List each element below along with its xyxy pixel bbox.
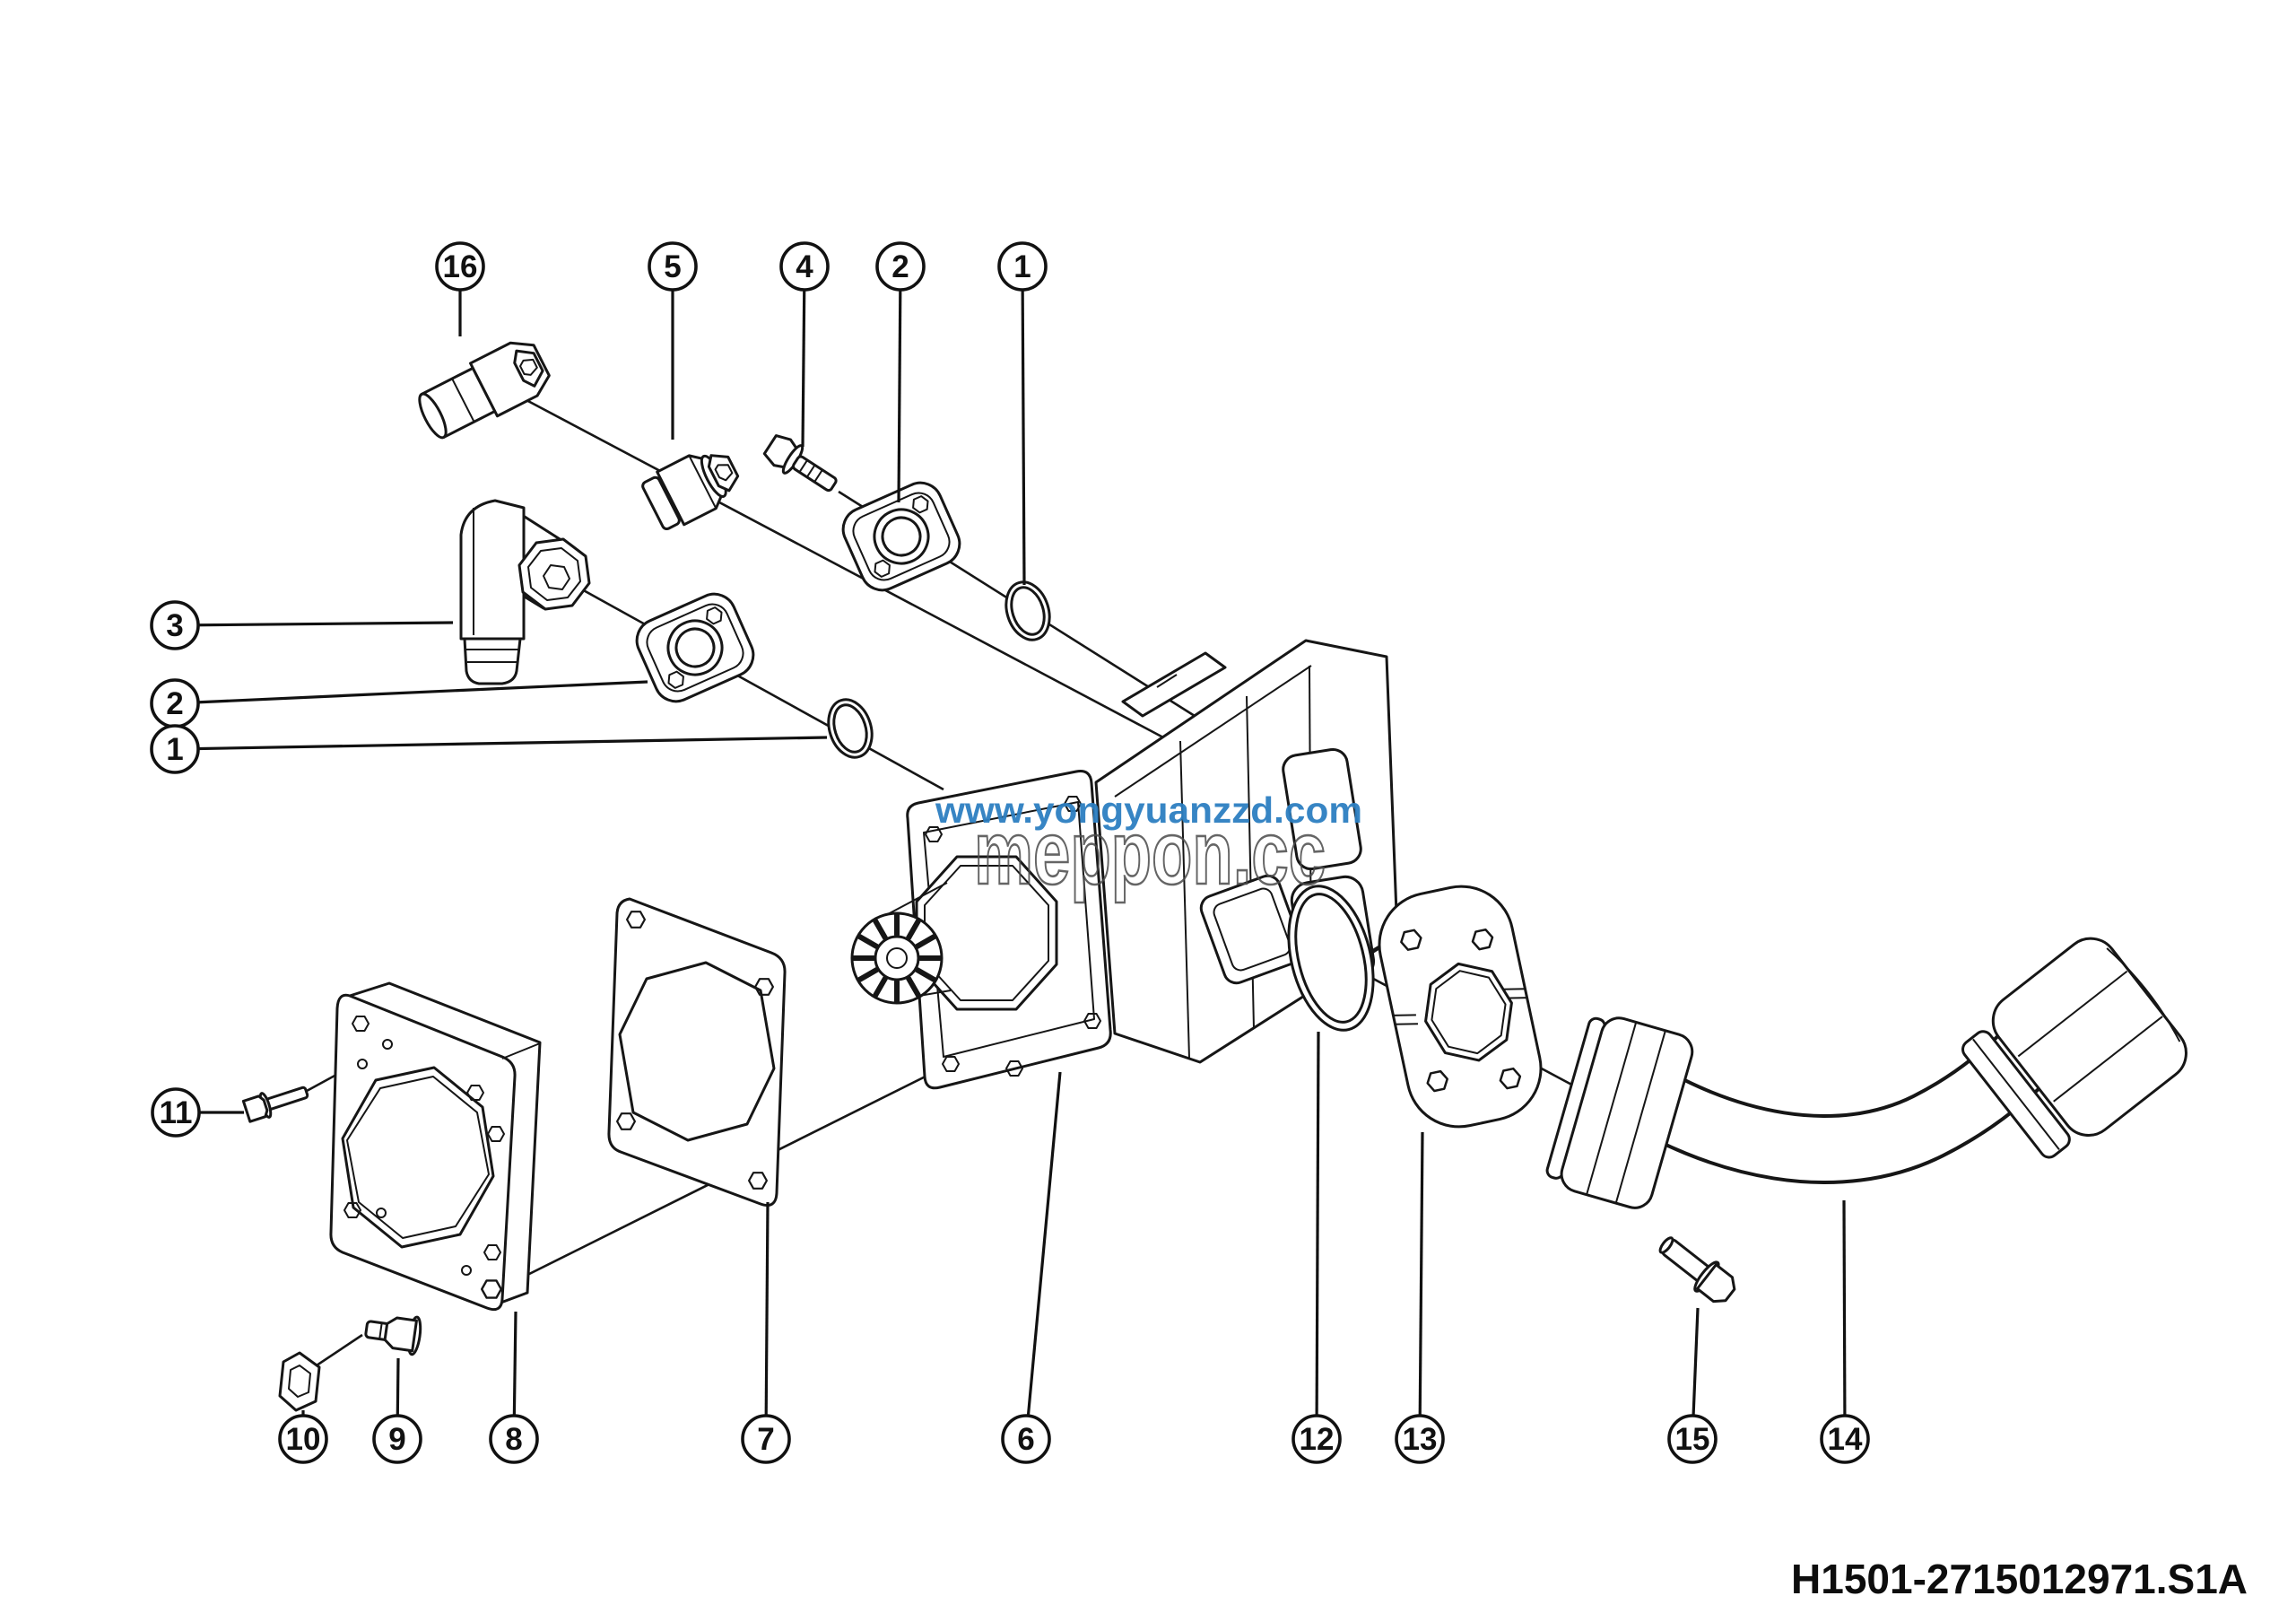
part-nut-10	[278, 1351, 321, 1412]
leader-line	[174, 736, 828, 751]
callout-number: 2	[166, 686, 183, 721]
watermark-outline-text: meppon.cc	[974, 803, 1326, 903]
callout-circle[interactable]	[435, 241, 485, 292]
part-suction-tube-14	[1545, 937, 2187, 1209]
tube-collar-nut	[1545, 1016, 1694, 1209]
callout-number: 8	[505, 1422, 522, 1457]
leader-line	[1842, 1199, 1847, 1440]
part-bolt-9	[364, 1315, 422, 1356]
callout-number: 16	[443, 249, 478, 284]
leader-line	[174, 680, 648, 705]
callout-circle[interactable]	[1395, 1414, 1445, 1464]
callout-1[interactable]: 1	[150, 724, 828, 774]
callout-number: 2	[891, 249, 909, 284]
callout-circle[interactable]	[151, 1087, 201, 1138]
callout-circle[interactable]	[1667, 1414, 1718, 1464]
callout-15[interactable]: 15	[1667, 1307, 1718, 1464]
callout-10[interactable]: 10	[278, 1410, 328, 1464]
callout-12[interactable]: 12	[1292, 1031, 1342, 1464]
part-elbow-fitting-3	[459, 499, 591, 685]
part-bolt-15	[1658, 1236, 1736, 1304]
callout-number: 11	[160, 1095, 193, 1130]
callout-circle[interactable]	[648, 241, 698, 292]
callout-circle[interactable]	[278, 1414, 328, 1464]
part-o-ring-12	[1287, 885, 1375, 1032]
drawing-number: H1501-2715012971.S1A	[1791, 1556, 2248, 1602]
callout-circle[interactable]	[779, 241, 830, 292]
pump-splined-shaft	[850, 911, 944, 1005]
callout-circle[interactable]	[1292, 1414, 1342, 1464]
callout-number: 13	[1403, 1422, 1438, 1457]
leader-line	[1021, 266, 1026, 586]
callout-number: 6	[1017, 1422, 1034, 1457]
part-gasket-7	[607, 897, 787, 1207]
callout-circle[interactable]	[1001, 1414, 1051, 1464]
callout-2[interactable]: 2	[150, 678, 648, 728]
callout-number: 1	[166, 732, 183, 767]
callout-11[interactable]: 11	[151, 1087, 244, 1138]
part-bolt-4	[762, 434, 838, 493]
callout-number: 1	[1013, 249, 1031, 284]
part-bolt-11	[241, 1086, 309, 1123]
callout-2[interactable]: 2	[875, 241, 926, 503]
callout-number: 14	[1828, 1422, 1863, 1457]
callout-number: 10	[286, 1422, 321, 1457]
callout-number: 5	[664, 249, 681, 284]
leader-line	[1418, 1131, 1424, 1440]
callout-7[interactable]: 7	[741, 1201, 791, 1464]
callout-circle[interactable]	[150, 724, 200, 774]
callout-16[interactable]: 16	[435, 241, 485, 336]
pump-rear-port-pad	[1199, 874, 1305, 985]
callout-circle[interactable]	[489, 1414, 539, 1464]
callout-number: 9	[388, 1422, 405, 1457]
callout-8[interactable]: 8	[489, 1311, 539, 1464]
leader-line	[1315, 1031, 1320, 1440]
part-flange-clamp-13	[1378, 885, 1543, 1129]
leader-line	[174, 621, 454, 627]
callout-circle[interactable]	[1820, 1414, 1870, 1464]
callout-14[interactable]: 14	[1820, 1199, 1870, 1464]
callout-4[interactable]: 4	[779, 241, 830, 448]
callout-number: 7	[757, 1422, 774, 1457]
leader-line	[764, 1201, 770, 1440]
callout-number: 4	[796, 249, 813, 284]
callout-number: 15	[1675, 1422, 1710, 1457]
leader-line	[1024, 1071, 1062, 1440]
pump-top-tab	[1121, 651, 1227, 718]
callout-13[interactable]: 13	[1395, 1131, 1445, 1464]
callout-circle[interactable]	[741, 1414, 791, 1464]
callout-6[interactable]: 6	[1001, 1071, 1062, 1464]
part-mounting-plate-8	[329, 981, 542, 1312]
callout-circle[interactable]	[150, 600, 200, 650]
callout-circle[interactable]	[997, 241, 1048, 292]
pump-shaft-boss	[915, 855, 1058, 1011]
callout-number: 12	[1300, 1422, 1335, 1457]
callout-circle[interactable]	[372, 1414, 422, 1464]
callout-5[interactable]: 5	[648, 241, 698, 440]
watermark-url-text: www.yongyuanzzd.com	[935, 789, 1362, 831]
tube-end-fitting	[1961, 937, 2187, 1159]
part-connector-5	[641, 454, 740, 531]
leader-line	[801, 266, 806, 448]
callout-number: 3	[166, 608, 183, 643]
callout-3[interactable]: 3	[150, 600, 454, 650]
callout-9[interactable]: 9	[372, 1357, 422, 1464]
part-hex-adapter-16	[418, 341, 551, 440]
callout-1[interactable]: 1	[997, 241, 1048, 586]
callout-circle[interactable]	[875, 241, 926, 292]
leader-line	[897, 266, 902, 503]
